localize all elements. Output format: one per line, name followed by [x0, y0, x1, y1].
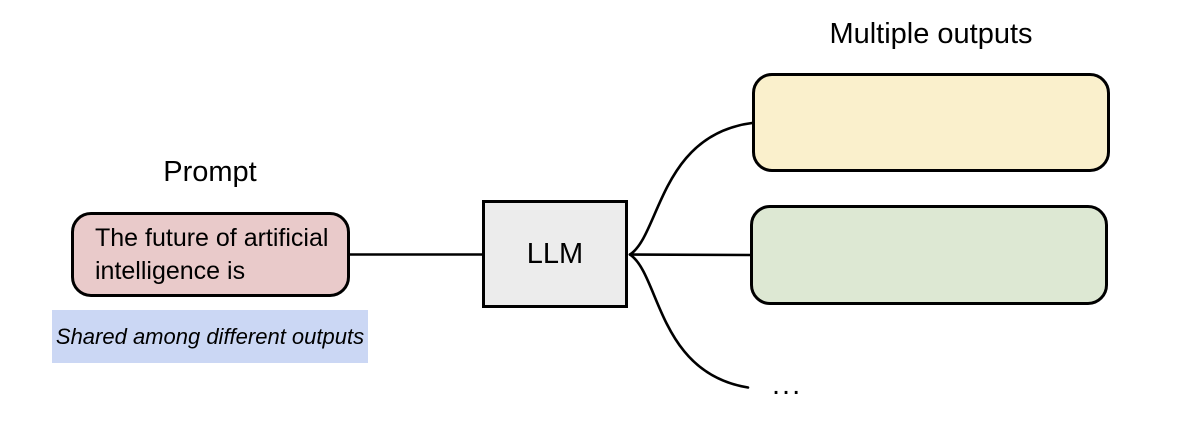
prompt-text-line-1: The future of artificial: [95, 224, 329, 252]
connector-llm-to-output-2: [628, 253, 752, 257]
prompt-box-text: The future of artificial intelligence is: [95, 222, 328, 288]
prompt-label: Prompt: [163, 156, 257, 188]
llm-label: LLM: [526, 237, 584, 270]
ellipsis-label: ...: [772, 369, 803, 401]
prompt-box: The future of artificial intelligence is: [71, 212, 350, 297]
outputs-label: Multiple outputs: [829, 18, 1033, 50]
output-box-1: [752, 73, 1110, 172]
prompt-text-line-2: intelligence is: [95, 257, 246, 285]
output-box-2: [750, 205, 1108, 305]
connector-llm-to-ellipsis: [628, 253, 750, 389]
shared-note: Shared among different outputs: [52, 310, 368, 363]
llm-box: LLM: [482, 200, 628, 308]
connector-llm-to-output-1: [628, 121, 754, 256]
